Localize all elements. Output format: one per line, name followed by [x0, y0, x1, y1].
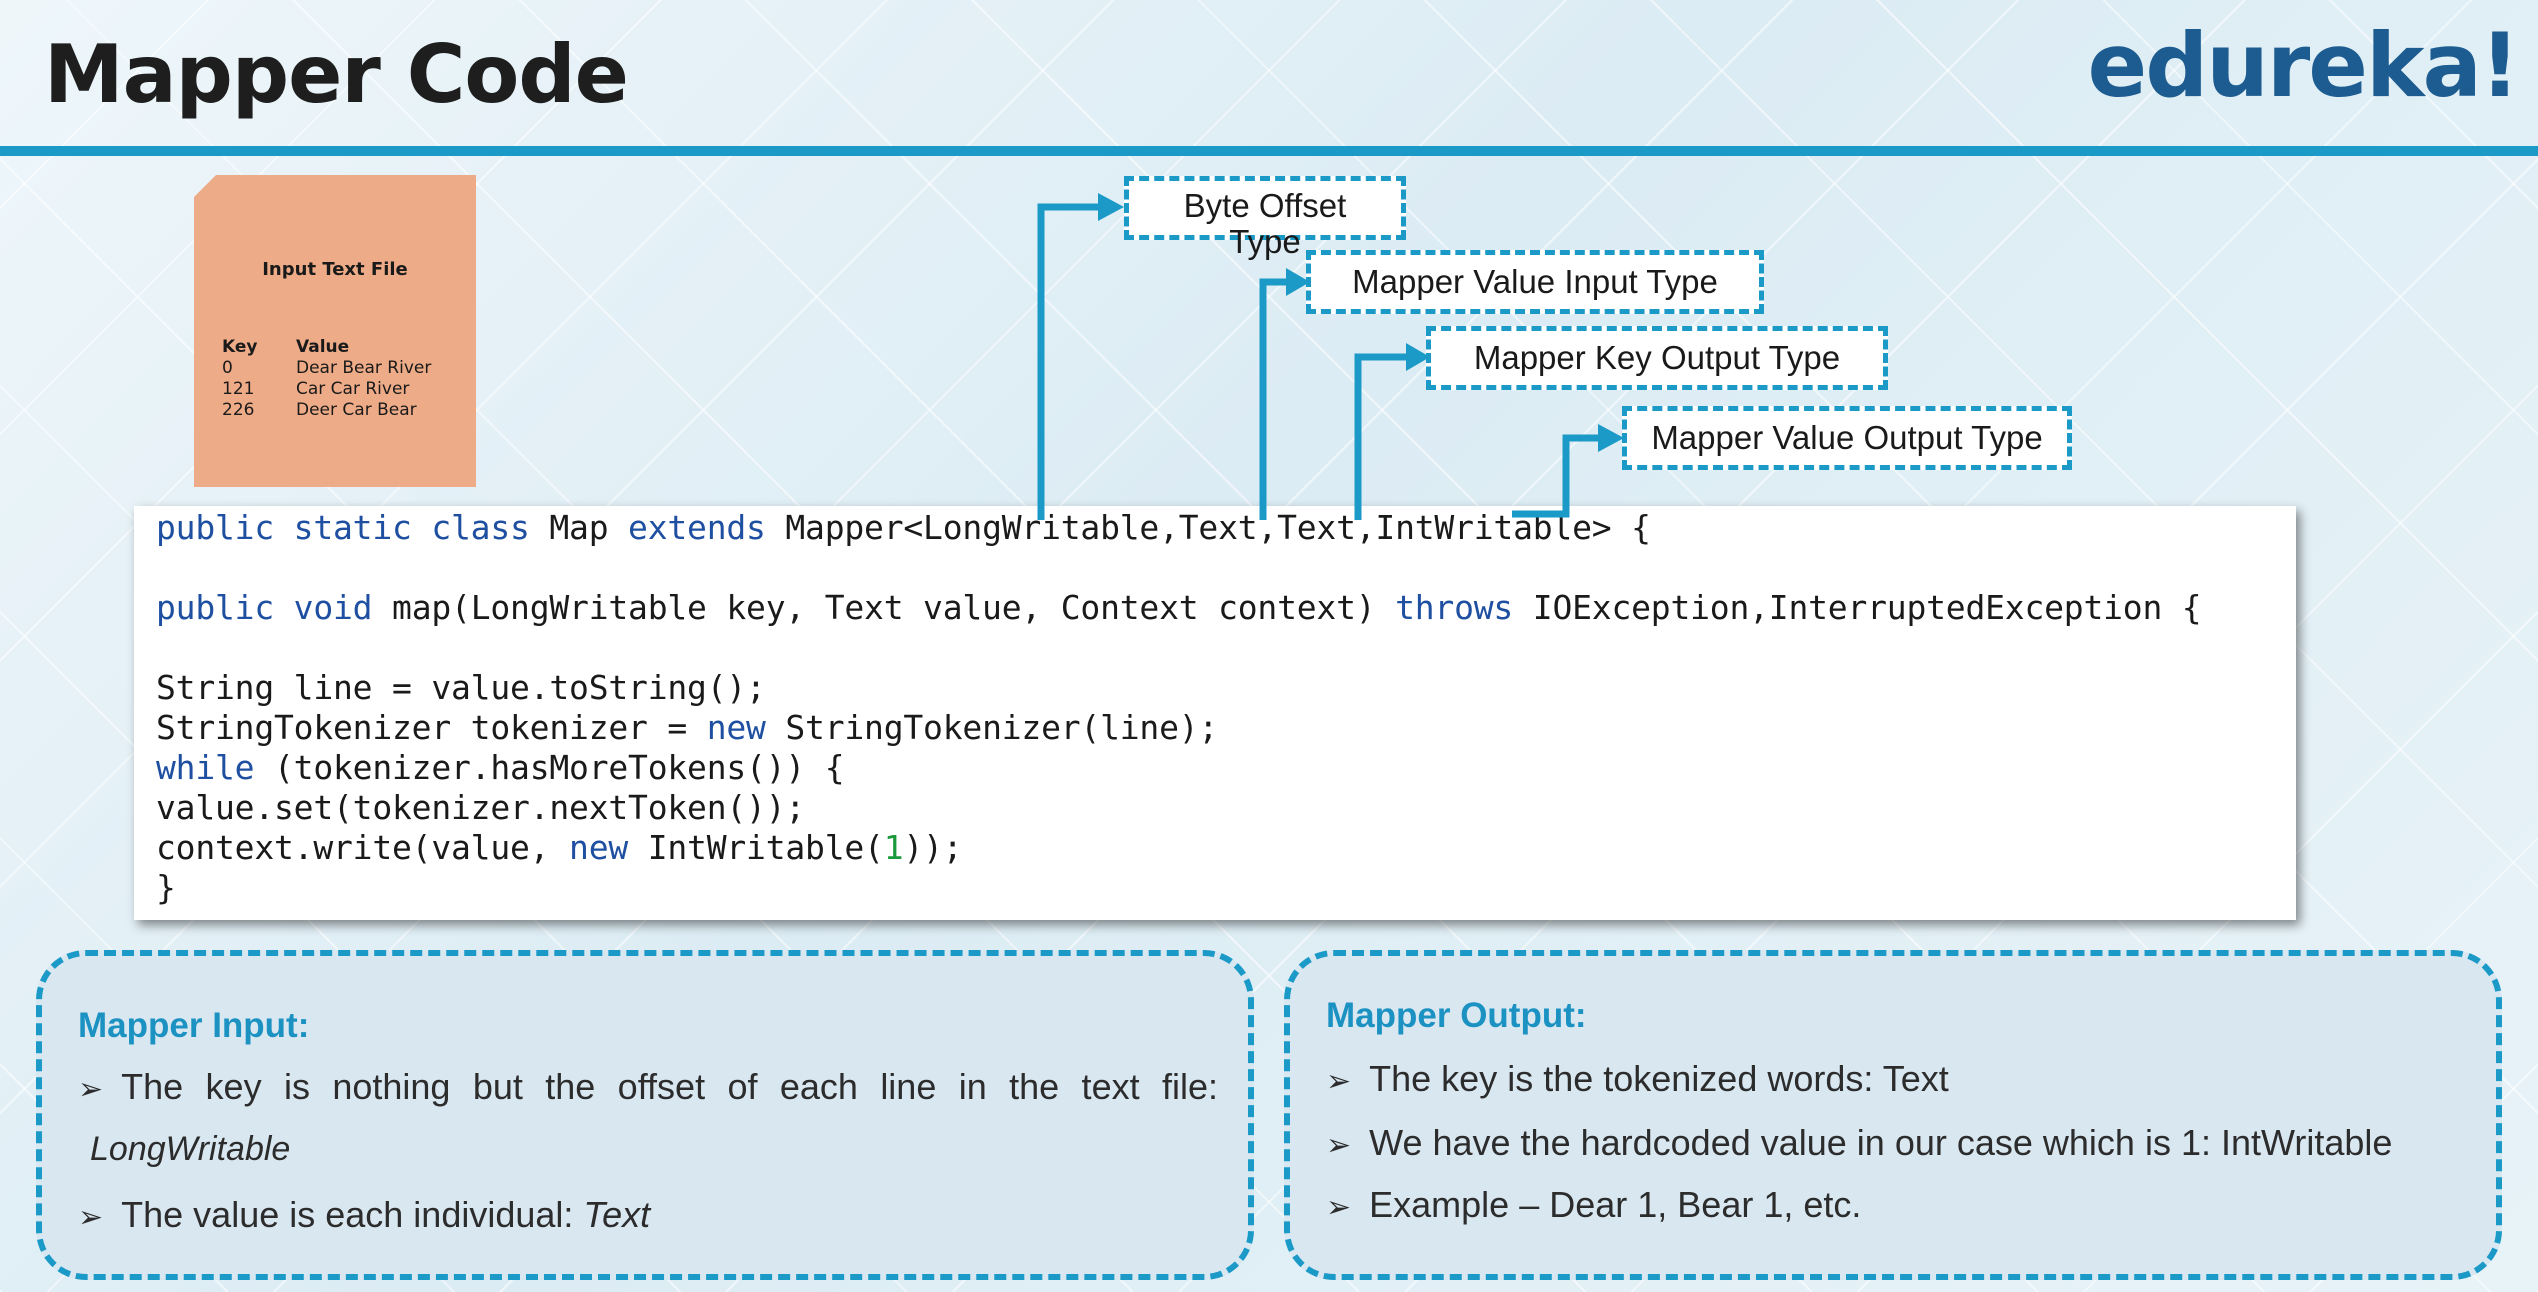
mapper-output-bullet-1-text: The key is the tokenized words: Text: [1369, 1058, 1949, 1099]
code-line-while: while (tokenizer.hasMoreTokens()) {: [156, 748, 845, 787]
mapper-output-panel: Mapper Output: ➢ The key is the tokenized…: [1284, 950, 2502, 1280]
mapper-input-bullet-2-text: The value is each individual:: [121, 1194, 584, 1235]
input-file-key-header: Key: [222, 337, 258, 357]
mapper-output-bullet-1: ➢ The key is the tokenized words: Text: [1326, 1058, 1949, 1100]
code-text: StringTokenizer tokenizer =: [156, 708, 707, 747]
code-text: IOException,InterruptedException {: [1513, 588, 2202, 627]
mapper-input-bullet-1-continuation: LongWritable: [90, 1130, 291, 1168]
input-file-value: Dear Bear River: [296, 358, 432, 378]
code-keyword: new: [706, 708, 766, 747]
label-mapper-value-input-type: Mapper Value Input Type: [1306, 250, 1764, 314]
mapper-input-panel: Mapper Input: ➢ The key is nothing but th…: [36, 950, 1254, 1280]
page-title: Mapper Code: [44, 28, 629, 121]
mapper-output-bullet-3: ➢ Example – Dear 1, Bear 1, etc.: [1326, 1184, 1861, 1226]
code-line-value-set: value.set(tokenizer.nextToken());: [156, 788, 806, 827]
input-file-header-row: Key Value: [222, 337, 431, 358]
input-file-value-header: Value: [296, 337, 350, 357]
label-mapper-value-output-type: Mapper Value Output Type: [1622, 406, 2072, 470]
code-keyword: public static class: [156, 508, 530, 547]
label-byte-offset-line2: Type: [1229, 223, 1301, 260]
code-line-map-method: public void map(LongWritable key, Text v…: [156, 588, 2202, 627]
edureka-logo: edureka!: [2087, 14, 2520, 117]
code-keyword: new: [569, 828, 629, 867]
code-line-context-write: context.write(value, new IntWritable(1))…: [156, 828, 963, 867]
table-row: 226 Deer Car Bear: [222, 400, 431, 421]
input-file-table: Key Value 0 Dear Bear River 121 Car Car …: [222, 337, 431, 421]
code-text: map(LongWritable key, Text value, Contex…: [372, 588, 1396, 627]
mapper-input-bullet-2-italic: Text: [583, 1194, 651, 1235]
code-text: Map: [529, 508, 629, 547]
table-row: 0 Dear Bear River: [222, 358, 431, 379]
code-keyword: extends: [628, 508, 766, 547]
arrowhead-bullet-icon: ➢: [1326, 1190, 1352, 1225]
code-text: StringTokenizer(line);: [765, 708, 1219, 747]
input-text-file-card: Input Text File Key Value 0 Dear Bear Ri…: [194, 175, 476, 487]
code-line-tokenizer: StringTokenizer tokenizer = new StringTo…: [156, 708, 1218, 747]
code-text: Mapper<LongWritable,Text,Text,IntWritabl…: [765, 508, 1651, 547]
arrowhead-bullet-icon: ➢: [78, 1072, 104, 1107]
code-keyword: public void: [156, 588, 373, 627]
arrowhead-icon: [1598, 424, 1624, 452]
table-row: 121 Car Car River: [222, 379, 431, 400]
arrowhead-bullet-icon: ➢: [1326, 1128, 1352, 1163]
mapper-output-bullet-3-text: Example – Dear 1, Bear 1, etc.: [1369, 1184, 1862, 1225]
input-file-key: 226: [222, 400, 255, 420]
mapper-input-bullet-2: ➢ The value is each individual: Text: [78, 1194, 650, 1236]
code-text: (tokenizer.hasMoreTokens()) {: [254, 748, 845, 787]
arrow-value-output: [1512, 434, 1598, 518]
code-line-string: String line = value.toString();: [156, 668, 766, 707]
arrowhead-bullet-icon: ➢: [78, 1200, 104, 1235]
header-divider: [0, 146, 2538, 156]
input-file-key: 121: [222, 379, 255, 399]
code-text: IntWritable(: [628, 828, 884, 867]
code-text: context.write(value,: [156, 828, 570, 867]
input-file-value: Car Car River: [296, 379, 410, 399]
mapper-input-title: Mapper Input:: [78, 1006, 310, 1045]
input-file-title: Input Text File: [262, 259, 408, 280]
arrow-value-input: [1259, 278, 1290, 520]
label-byte-offset-text: Byte Offset Type: [1184, 188, 1347, 260]
mapper-output-bullet-2-text: We have the hardcoded value in our case …: [1369, 1122, 2393, 1163]
code-block: public static class Map extends Mapper<L…: [134, 506, 2296, 920]
mapper-output-bullet-2: ➢ We have the hardcoded value in our case…: [1326, 1122, 2392, 1164]
code-line-closing-brace: }: [156, 868, 176, 907]
arrowhead-icon: [1098, 193, 1124, 221]
code-keyword: throws: [1395, 588, 1514, 627]
mapper-input-bullet-1-line: ➢ The key is nothing but the offset of ea…: [78, 1066, 1218, 1108]
mapper-input-bullet-1: ➢ The key is nothing but the offset of ea…: [78, 1066, 1218, 1169]
arrowhead-bullet-icon: ➢: [1326, 1064, 1352, 1099]
label-byte-offset-line1: Byte Offset: [1183, 187, 1347, 224]
input-file-value: Deer Car Bear: [296, 400, 417, 420]
input-file-key: 0: [222, 358, 233, 378]
label-byte-offset-type: Byte Offset Type: [1124, 176, 1406, 260]
code-line-class-declaration: public static class Map extends Mapper<L…: [156, 508, 1651, 547]
arrow-byte-offset: [1037, 203, 1100, 520]
arrow-key-output: [1354, 353, 1410, 520]
mapper-input-bullet-1-text: The key is nothing but the offset of eac…: [121, 1066, 1218, 1107]
code-text: ));: [903, 828, 963, 867]
code-keyword: while: [156, 748, 255, 787]
code-number: 1: [883, 828, 904, 867]
label-mapper-key-output-type: Mapper Key Output Type: [1426, 326, 1888, 390]
mapper-output-title: Mapper Output:: [1326, 996, 1587, 1035]
